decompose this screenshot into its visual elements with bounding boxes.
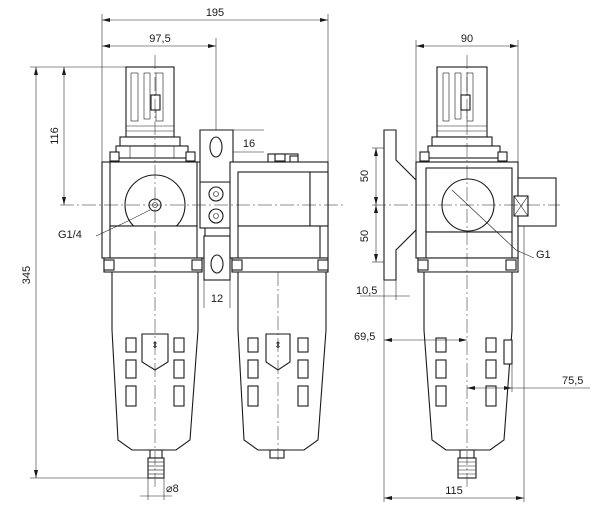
right-bowl: ⇕ xyxy=(237,271,327,459)
dim-drain-diameter: ⌀8 xyxy=(166,483,179,495)
dim-offset-75-5: 75,5 xyxy=(562,375,583,387)
regulator-knob xyxy=(125,66,175,138)
dim-overall-width: 195 xyxy=(206,7,224,19)
dim-bracket-slot: 16 xyxy=(243,138,255,150)
label-port-thread-side: G1 xyxy=(536,249,551,261)
side-dimensions: 90 50 50 G1 10,5 69,5 75,5 115 xyxy=(354,33,590,502)
side-view xyxy=(372,55,560,490)
dim-bracket-thickness: 10,5 xyxy=(356,285,377,297)
dim-offset-69-5: 69,5 xyxy=(354,331,375,343)
dim-side-width: 90 xyxy=(461,33,473,45)
front-dimensions: 195 97,5 345 116 16 G1/4 12 ⌀8 xyxy=(21,7,329,500)
dim-gap: 12 xyxy=(211,293,223,305)
front-view: ⇕ ⇕ xyxy=(60,55,346,490)
dim-upper-height: 116 xyxy=(49,127,61,145)
dim-bracket-lower: 50 xyxy=(359,230,371,242)
filter-body xyxy=(229,161,329,259)
dim-bracket-upper: 50 xyxy=(359,170,371,182)
dim-half-width: 97,5 xyxy=(149,33,170,45)
dim-overall-height: 345 xyxy=(21,266,33,284)
regulator-body xyxy=(101,161,206,259)
dim-bottom-width: 115 xyxy=(445,485,463,497)
label-port-thread-front: G1/4 xyxy=(58,229,82,241)
bonnet-nut xyxy=(115,145,189,159)
bonnet-ring xyxy=(119,136,181,147)
